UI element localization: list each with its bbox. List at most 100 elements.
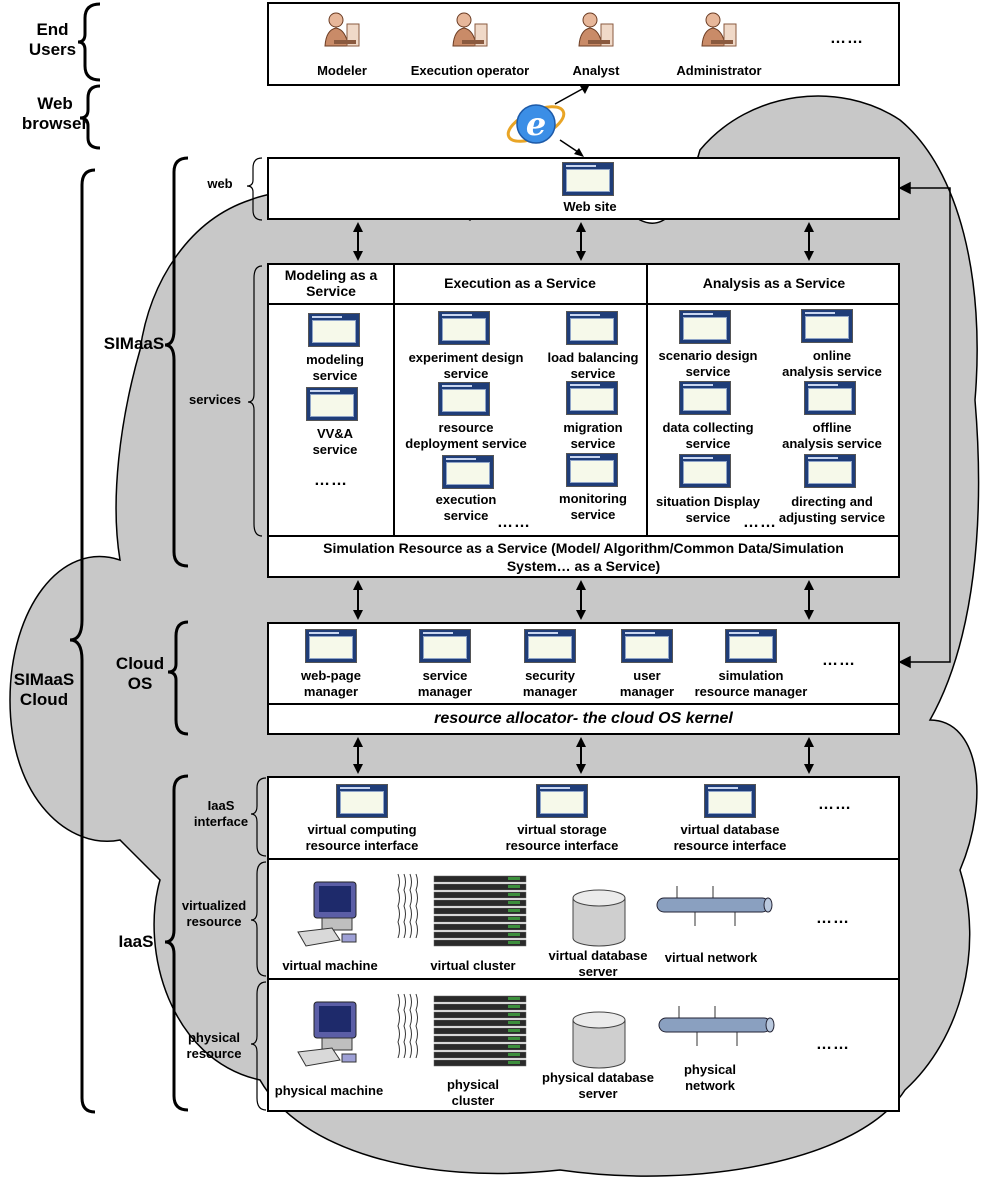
layer-arrow-head: [353, 610, 363, 620]
layer-arrow-head: [353, 222, 363, 232]
virtualized-label: virtual machine: [282, 958, 378, 973]
physical-label: physical database server: [542, 1070, 654, 1101]
analysis-more: ……: [743, 514, 777, 531]
execution-service-icon: [438, 382, 490, 416]
user-role-label: Administrator: [676, 63, 762, 78]
modeling-service-label: VV&A service: [312, 426, 358, 457]
manager-label: security manager: [522, 668, 578, 699]
label-iaas: IaaS: [118, 932, 154, 951]
execution-service-icon: [442, 455, 494, 489]
execution-service-icon: [438, 311, 490, 345]
layer-arrow-head: [804, 251, 814, 261]
physical-cluster-icon: [390, 992, 530, 1072]
user-role-label: Execution operator: [410, 63, 530, 78]
resource-bar: Simulation Resource as a Service (Model/…: [323, 540, 844, 574]
layer-arrow-head: [576, 610, 586, 620]
label-simaas: SIMaaS: [103, 334, 165, 353]
virtual-database-icon: [569, 888, 629, 950]
virtualized-label: virtual database server: [548, 948, 648, 979]
manager-icon: [621, 629, 673, 663]
physical-label: physical machine: [274, 1083, 384, 1098]
manager-label: user manager: [619, 668, 675, 699]
layer-arrow-head: [353, 580, 363, 590]
execution-service-label: monitoring service: [559, 491, 627, 522]
web-site-icon: [562, 162, 614, 196]
label-simaas-cloud: SIMaaS Cloud: [13, 670, 75, 709]
layer-arrow-head: [353, 251, 363, 261]
user-role-label: Analyst: [572, 63, 620, 78]
layer-arrow-head: [576, 222, 586, 232]
virtualized-more: ……: [816, 910, 850, 927]
modeling-service-icon: [306, 387, 358, 421]
layer-arrow-head: [576, 251, 586, 261]
layer-arrow-head: [576, 737, 586, 747]
header-analysis: Analysis as a Service: [702, 275, 846, 291]
services-bottom-divider: [267, 535, 900, 537]
label-web-browser: Web browser: [21, 94, 89, 133]
manager-label: service manager: [417, 668, 473, 699]
header-modeling: Modeling as a Service: [284, 267, 378, 299]
iaas-interface-label: virtual computing resource interface: [305, 822, 419, 853]
iaas-interface-icon: [704, 784, 756, 818]
manager-icon: [524, 629, 576, 663]
managers-more: ……: [822, 652, 856, 669]
left-braces: [69, 2, 189, 1114]
feedback-arrow: [898, 181, 951, 669]
virtualized-label: virtual cluster: [430, 958, 516, 973]
execution-service-label: migration service: [563, 420, 623, 451]
user-person-icon: [697, 10, 741, 50]
virtualized-label: virtual network: [664, 950, 758, 965]
modeling-service-icon: [308, 313, 360, 347]
analysis-service-icon: [679, 381, 731, 415]
physical-network-icon: [657, 1004, 779, 1048]
analysis-service-icon: [801, 309, 853, 343]
layer-arrow-head: [576, 764, 586, 774]
end-users-more: ……: [830, 30, 864, 47]
analysis-service-label: offline analysis service: [782, 420, 882, 451]
label-iaas-interface: IaaS interface: [193, 798, 249, 829]
services-col-divider-1: [393, 263, 395, 537]
analysis-service-icon: [679, 310, 731, 344]
execution-service-icon: [566, 381, 618, 415]
analysis-service-label: scenario design service: [658, 348, 758, 379]
iaas-divider-1: [267, 858, 900, 860]
execution-service-label: execution service: [435, 492, 497, 523]
physical-machine-icon: [292, 998, 368, 1070]
physical-label: physical network: [683, 1062, 737, 1093]
label-cloud-os: Cloud OS: [115, 654, 165, 693]
label-end-users: End Users: [28, 20, 77, 59]
sub-braces: [246, 157, 267, 1111]
analysis-service-label: online analysis service: [782, 348, 882, 379]
label-services: services: [188, 392, 242, 407]
analysis-service-icon: [679, 454, 731, 488]
user-person-icon: [448, 10, 492, 50]
cloud-os-box: [267, 622, 900, 735]
user-person-icon: [320, 10, 364, 50]
svg-text:e: e: [526, 105, 546, 143]
execution-service-icon: [566, 453, 618, 487]
layer-arrow-head: [353, 764, 363, 774]
analysis-service-label: situation Display service: [655, 494, 761, 525]
execution-service-icon: [566, 311, 618, 345]
virtual-machine-icon: [292, 878, 368, 950]
analysis-service-icon: [804, 381, 856, 415]
user-person-icon: [574, 10, 618, 50]
manager-label: simulation resource manager: [694, 668, 808, 699]
label-virtualized-resource: virtualized resource: [181, 898, 247, 929]
analysis-service-label: directing and adjusting service: [778, 494, 886, 525]
physical-label: physical cluster: [446, 1077, 500, 1108]
label-web: web: [207, 176, 233, 191]
manager-label: web-page manager: [301, 668, 361, 699]
analysis-service-label: data collecting service: [662, 420, 754, 451]
manager-icon: [725, 629, 777, 663]
cloud-os-kernel: resource allocator- the cloud OS kernel: [434, 710, 733, 727]
physical-database-icon: [569, 1010, 629, 1072]
header-execution: Execution as a Service: [444, 275, 596, 291]
layer-arrow-head: [576, 580, 586, 590]
label-physical-resource: physical resource: [186, 1030, 242, 1061]
user-role-label: Modeler: [317, 63, 367, 78]
iaas-divider-2: [267, 978, 900, 980]
modeling-more: ……: [314, 472, 348, 489]
manager-icon: [419, 629, 471, 663]
execution-service-label: experiment design service: [408, 350, 524, 381]
